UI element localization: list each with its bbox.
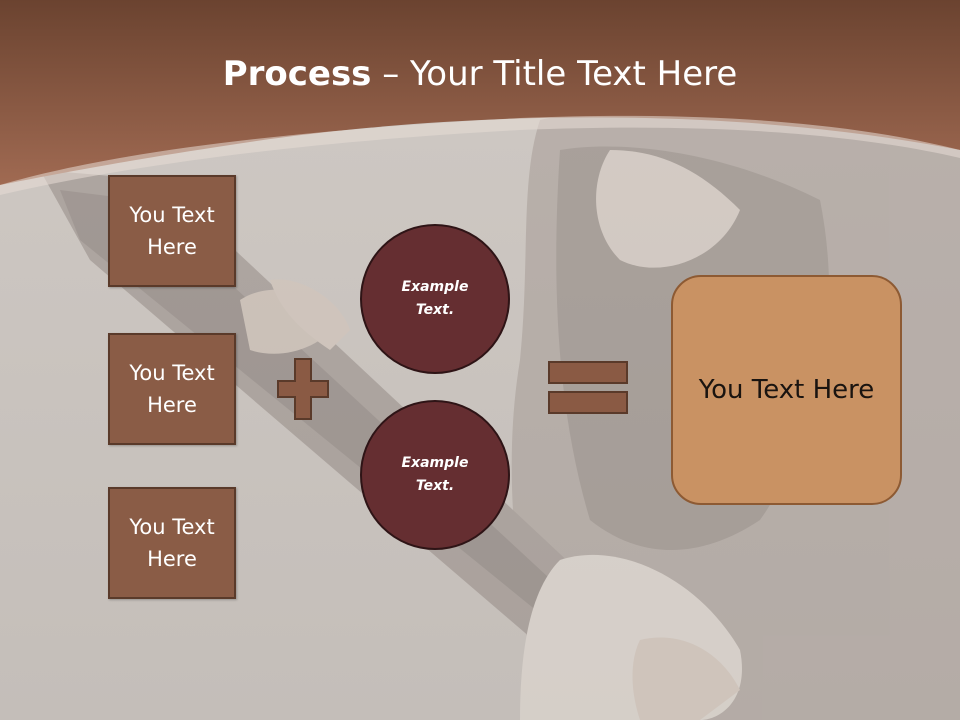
example-circle-2: Example Text. — [360, 400, 510, 550]
example-circle-1: Example Text. — [360, 224, 510, 374]
equals-icon — [548, 361, 628, 414]
process-box-2: You Text Here — [108, 333, 236, 445]
process-box-3-label: You Text Here — [129, 515, 215, 571]
plus-icon — [277, 358, 329, 420]
example-circle-2-label: Example Text. — [401, 455, 469, 494]
title-rest: – Your Title Text Here — [371, 54, 738, 94]
process-box-2-label: You Text Here — [129, 361, 215, 417]
slide-title: Process – Your Title Text Here — [0, 52, 960, 96]
process-box-1-label: You Text Here — [129, 203, 215, 259]
result-box: You Text Here — [671, 275, 902, 505]
title-bold: Process — [222, 54, 372, 94]
process-box-1: You Text Here — [108, 175, 236, 287]
result-box-label: You Text Here — [698, 375, 875, 405]
example-circle-1-label: Example Text. — [401, 279, 469, 318]
process-box-3: You Text Here — [108, 487, 236, 599]
